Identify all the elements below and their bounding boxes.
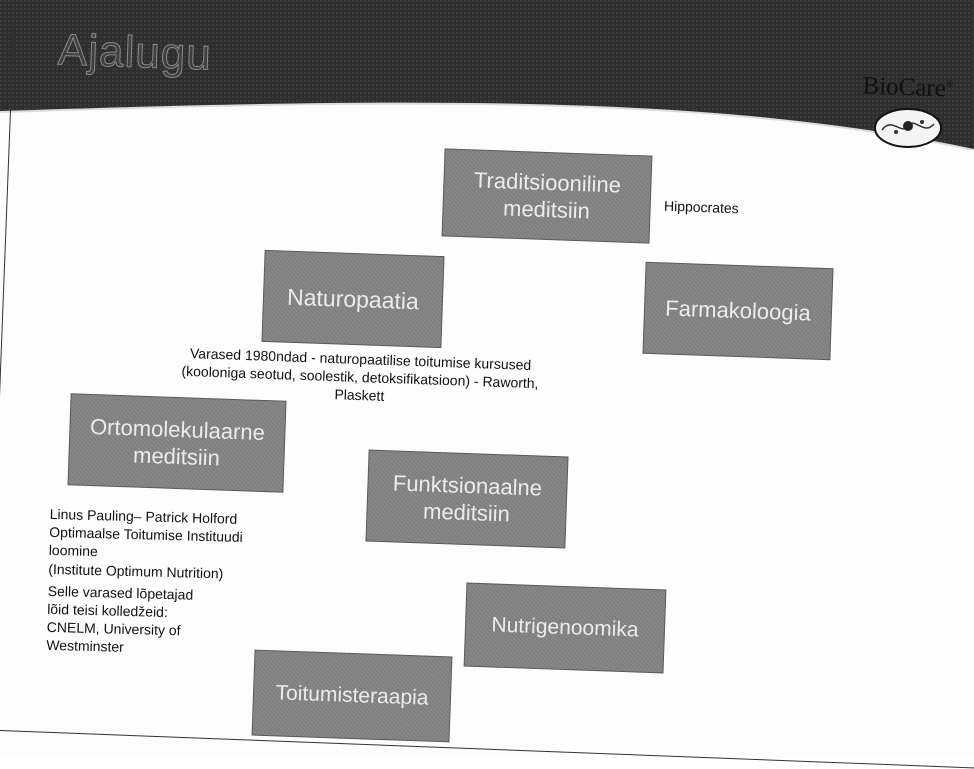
- note-hippocrates: Hippocrates: [663, 197, 739, 217]
- box-functional-medicine: Funktsionaalne meditsiin: [366, 450, 568, 548]
- box-nutrition-therapy: Toitumisteraapia: [252, 650, 452, 742]
- title-banner: [0, 0, 974, 150]
- box-pharmacology: Farmakoloogia: [643, 262, 833, 360]
- box-traditional-medicine: Traditsiooniline meditsiin: [442, 149, 652, 243]
- box-orthomolecular-medicine: Ortomolekulaarne meditsiin: [68, 394, 286, 492]
- box-nutrigenomics: Nutrigenoomika: [464, 583, 666, 673]
- box-naturopathy: Naturopaatia: [262, 250, 444, 348]
- biocare-logo: BioCare®: [848, 72, 968, 150]
- biocare-emblem-icon: [874, 108, 942, 148]
- note-linus-pauling: Linus Pauling– Patrick Holford Optimaals…: [46, 505, 290, 661]
